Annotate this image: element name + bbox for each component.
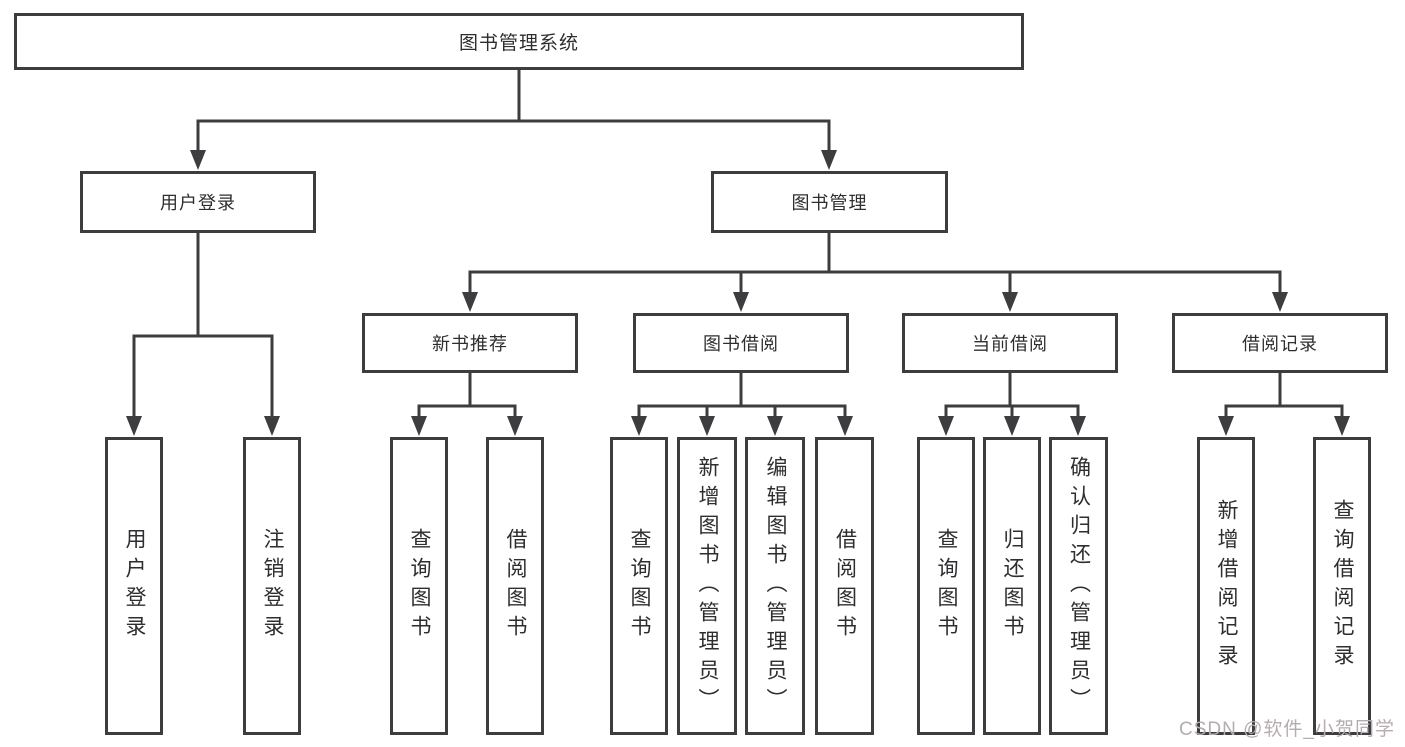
watermark: CSDN @软件_小贺同学	[1179, 719, 1395, 740]
node-current-borrow-label: 当前借阅	[972, 334, 1048, 354]
leaf-add-book-admin-label: 新增图书（管理员）	[696, 455, 719, 717]
arrowheads	[126, 150, 1350, 436]
leaf-edit-book-admin: 编辑图书（管理员）	[745, 437, 805, 735]
node-borrow-records-label: 借阅记录	[1242, 334, 1318, 354]
leaf-add-borrow-record: 新增借阅记录	[1197, 437, 1255, 735]
leaf-borrow-books: 借阅图书	[815, 437, 874, 735]
node-book-borrow: 图书借阅	[633, 313, 849, 373]
leaf-query-books-borrow: 查询图书	[610, 437, 668, 735]
node-book-management-label: 图书管理	[791, 193, 868, 213]
node-user-login-label: 用户登录	[160, 193, 236, 213]
leaf-user-login: 用户登录	[105, 437, 163, 735]
leaf-add-book-admin: 新增图书（管理员）	[677, 437, 737, 735]
node-new-book-recommend-label: 新书推荐	[432, 334, 508, 354]
leaf-confirm-return-admin-label: 确认归还（管理员）	[1067, 455, 1091, 717]
leaf-logout: 注销登录	[243, 437, 301, 735]
leaf-query-books-current-label: 查询图书	[935, 528, 958, 644]
leaf-return-books: 归还图书	[983, 437, 1041, 735]
leaf-query-borrow-record-label: 查询借阅记录	[1331, 499, 1354, 673]
node-new-book-recommend: 新书推荐	[362, 313, 578, 373]
leaf-borrow-books-recommend-label: 借阅图书	[504, 528, 527, 644]
leaf-user-login-label: 用户登录	[123, 528, 146, 644]
leaf-borrow-books-recommend: 借阅图书	[486, 437, 544, 735]
node-user-login: 用户登录	[80, 171, 316, 233]
leaf-confirm-return-admin: 确认归还（管理员）	[1049, 437, 1108, 735]
leaf-borrow-books-label: 借阅图书	[833, 528, 857, 644]
node-book-management: 图书管理	[711, 171, 948, 233]
leaf-query-books-current: 查询图书	[917, 437, 975, 735]
leaf-query-books-recommend: 查询图书	[390, 437, 448, 735]
leaf-add-borrow-record-label: 新增借阅记录	[1215, 499, 1238, 673]
node-borrow-records: 借阅记录	[1172, 313, 1388, 373]
leaf-query-books-borrow-label: 查询图书	[628, 528, 651, 644]
node-system-root-label: 图书管理系统	[458, 33, 579, 54]
node-book-borrow-label: 图书借阅	[703, 334, 779, 354]
node-current-borrow: 当前借阅	[902, 313, 1118, 373]
leaf-query-borrow-record: 查询借阅记录	[1313, 437, 1371, 735]
node-system-root: 图书管理系统	[14, 13, 1024, 70]
leaf-edit-book-admin-label: 编辑图书（管理员）	[764, 455, 787, 717]
leaf-logout-label: 注销登录	[261, 528, 284, 644]
leaf-query-books-recommend-label: 查询图书	[408, 528, 431, 644]
leaf-return-books-label: 归还图书	[1001, 528, 1024, 644]
